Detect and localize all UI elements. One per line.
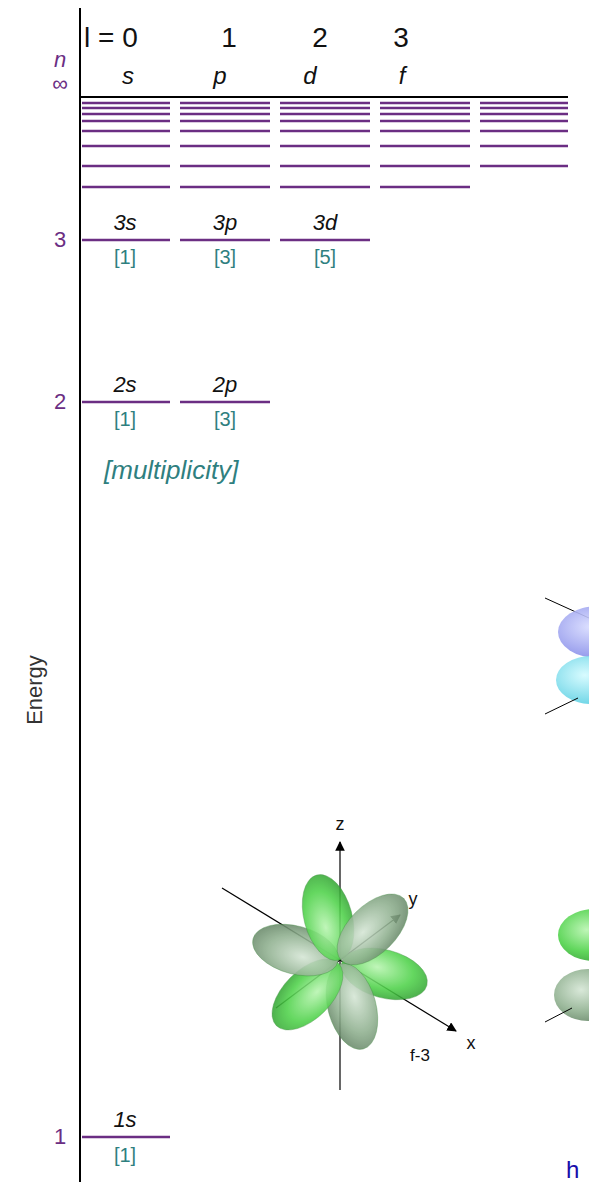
energy-axis <box>79 8 81 1182</box>
subshell-letter: p <box>213 63 226 89</box>
level-lines <box>82 103 568 1137</box>
multiplicity-label: [1] <box>114 246 136 268</box>
energy-level <box>380 130 470 133</box>
quantum-number-n: n <box>54 48 66 72</box>
orbital-label: 3p <box>213 211 237 235</box>
energy-level <box>82 102 170 105</box>
orbital-label: 3d <box>313 211 337 235</box>
orbital-lobe <box>324 881 420 977</box>
quantum-number-n: 2 <box>54 390 66 414</box>
multiplicity-label: [5] <box>314 246 336 268</box>
energy-level <box>82 186 170 189</box>
quantum-number-n: 3 <box>54 228 66 252</box>
energy-level <box>180 239 270 242</box>
energy-level <box>280 239 370 242</box>
axis-label: z <box>336 815 345 835</box>
orbital-label: 3s <box>113 211 136 235</box>
orbital-label: 1s <box>113 1108 136 1132</box>
f-orbital-picture <box>222 842 456 1090</box>
energy-level <box>180 145 270 148</box>
multiplicity-key: [multiplicity] <box>104 456 238 485</box>
energy-level <box>380 186 470 189</box>
axis-label: y <box>409 890 418 910</box>
energy-level <box>480 113 568 116</box>
link-text: h <box>566 1157 579 1182</box>
energy-level <box>180 113 270 116</box>
energy-level <box>82 145 170 148</box>
energy-level <box>480 145 568 148</box>
energy-level <box>180 165 270 168</box>
cut-orbital-pictures <box>545 598 589 1022</box>
energy-level <box>380 165 470 168</box>
axis-title: Energy <box>23 655 47 725</box>
energy-level <box>82 120 170 123</box>
orbital-label: 2s <box>113 373 136 397</box>
ionization-line <box>80 96 568 98</box>
energy-level <box>82 130 170 133</box>
energy-level <box>180 120 270 123</box>
energy-level <box>82 165 170 168</box>
orbital-name: f-3 <box>410 1047 430 1066</box>
energy-level <box>280 186 370 189</box>
multiplicity-label: [3] <box>214 246 236 268</box>
quantum-number-l: 3 <box>393 23 409 54</box>
energy-level <box>180 102 270 105</box>
energy-level <box>380 120 470 123</box>
quantum-number-n: ∞ <box>52 72 68 96</box>
energy-level <box>280 102 370 105</box>
energy-level <box>82 1136 170 1139</box>
energy-level <box>380 102 470 105</box>
energy-level <box>82 113 170 116</box>
multiplicity-label: [1] <box>114 1144 136 1166</box>
quantum-number-l: l = 0 <box>84 23 138 54</box>
energy-level <box>180 130 270 133</box>
energy-level <box>82 401 170 404</box>
energy-level <box>280 120 370 123</box>
energy-level <box>280 165 370 168</box>
energy-level <box>180 107 270 110</box>
multiplicity-label: [3] <box>214 408 236 430</box>
energy-level <box>280 113 370 116</box>
energy-level <box>280 107 370 110</box>
orbital-label: 2p <box>213 373 237 397</box>
energy-level <box>180 401 270 404</box>
energy-level <box>380 145 470 148</box>
subshell-letter: f <box>399 63 406 89</box>
energy-level <box>380 113 470 116</box>
energy-level <box>82 107 170 110</box>
subshell-letter: d <box>303 63 316 89</box>
multiplicity-label: [1] <box>114 408 136 430</box>
subshell-letter: s <box>122 63 134 89</box>
energy-level <box>280 145 370 148</box>
quantum-number-l: 1 <box>221 23 237 54</box>
energy-level <box>480 130 568 133</box>
energy-level <box>480 120 568 123</box>
quantum-number-l: 2 <box>312 23 328 54</box>
energy-level <box>82 239 170 242</box>
energy-level <box>480 107 568 110</box>
energy-level <box>280 130 370 133</box>
axis-label: x <box>467 1034 476 1054</box>
energy-level <box>480 102 568 105</box>
energy-level <box>380 107 470 110</box>
energy-level <box>180 186 270 189</box>
energy-level <box>480 165 568 168</box>
quantum-number-n: 1 <box>54 1125 66 1149</box>
